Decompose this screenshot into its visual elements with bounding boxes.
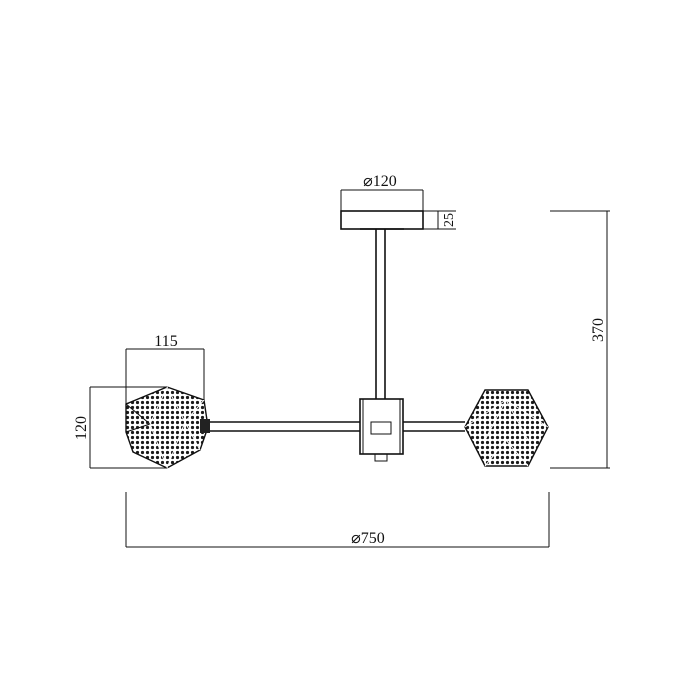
right-mesh-shade bbox=[464, 389, 549, 467]
overall-height-dimension: 370 bbox=[550, 210, 610, 469]
ceiling-canopy bbox=[340, 210, 424, 230]
left-mesh-shade bbox=[125, 385, 210, 470]
central-hub bbox=[359, 398, 404, 462]
canopy-diameter-dimension: ⌀120 bbox=[340, 173, 424, 211]
shade-width-label: 115 bbox=[154, 333, 177, 350]
canopy-diameter-label: ⌀120 bbox=[363, 173, 397, 190]
overall-height-label: 370 bbox=[590, 318, 607, 342]
shade-height-label: 120 bbox=[73, 416, 90, 440]
horizontal-arm bbox=[208, 421, 465, 432]
canopy-height-label: 25 bbox=[442, 213, 457, 227]
shade-width-dimension: 115 bbox=[125, 333, 205, 404]
shade-height-dimension: 120 bbox=[73, 386, 167, 469]
overall-diameter-dimension: ⌀750 bbox=[125, 492, 550, 548]
canopy-height-dimension: 25 bbox=[423, 210, 457, 230]
overall-diameter-label: ⌀750 bbox=[351, 530, 385, 547]
downrod bbox=[375, 229, 386, 399]
